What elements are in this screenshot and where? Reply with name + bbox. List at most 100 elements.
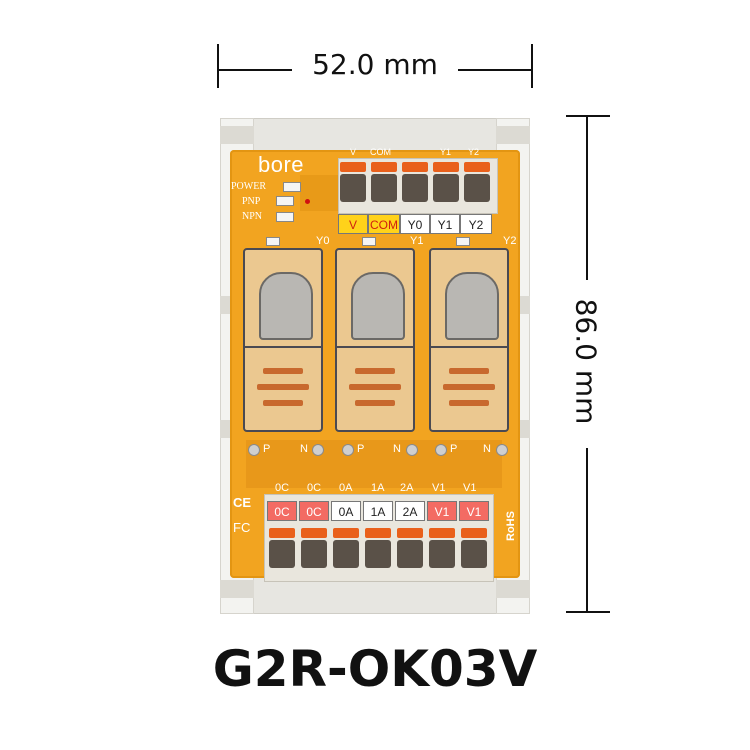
rail-notch: [220, 126, 254, 144]
relay-y2: [429, 248, 509, 432]
pn-label: P: [357, 443, 365, 455]
led-label-power: POWER: [231, 181, 266, 192]
pn-label: P: [263, 443, 271, 455]
width-dim-line-left: [217, 69, 292, 71]
npn-led: [276, 212, 294, 222]
terminal-lever[interactable]: [340, 162, 366, 172]
terminal-lever[interactable]: [371, 162, 397, 172]
pnp-led: [276, 196, 294, 206]
bottom-silk-label: 2A: [400, 482, 414, 494]
height-dim-line-bottom: [586, 448, 588, 613]
terminal-socket[interactable]: [301, 540, 327, 568]
top-silk-label: V: [350, 147, 357, 157]
relay-contact: [253, 360, 313, 420]
terminal-socket[interactable]: [429, 540, 455, 568]
top-terminal-label-y2: Y2: [460, 214, 492, 234]
terminal-socket[interactable]: [397, 540, 423, 568]
bottom-silk-label: 0C: [275, 482, 290, 494]
terminal-lever[interactable]: [365, 528, 391, 538]
relay-divider: [337, 346, 413, 348]
bottom-terminal-label-0a: 0A: [331, 501, 361, 521]
relay-coil: [445, 272, 499, 340]
relay-divider: [245, 346, 321, 348]
width-dim-right-tick: [531, 44, 533, 88]
pn-label: P: [450, 443, 458, 455]
top-silk-label: Y2: [468, 147, 480, 157]
model-title: G2R-OK03V: [212, 640, 538, 698]
bottom-terminal-label-0c: 0C: [299, 501, 329, 521]
pn-label: N: [483, 443, 491, 455]
terminal-lever[interactable]: [461, 528, 487, 538]
terminal-socket[interactable]: [333, 540, 359, 568]
terminal-lever[interactable]: [402, 162, 428, 172]
rail-notch: [496, 580, 530, 598]
terminal-socket[interactable]: [402, 174, 428, 202]
height-dim-bottom-tick: [566, 611, 610, 613]
top-terminal-label-v: V: [338, 214, 368, 234]
terminal-socket[interactable]: [433, 174, 459, 202]
relay-led: [362, 237, 376, 246]
relay-contact: [439, 360, 499, 420]
terminal-lever[interactable]: [269, 528, 295, 538]
top-terminal-label-y0: Y0: [400, 214, 430, 234]
relay-y0: [243, 248, 323, 432]
rail-notch: [220, 580, 254, 598]
solder-pad: [496, 444, 508, 456]
terminal-socket[interactable]: [269, 540, 295, 568]
terminal-socket[interactable]: [461, 540, 487, 568]
relay-label-y0: Y0: [316, 235, 330, 247]
width-dimension-label: 52.0 mm: [312, 48, 438, 81]
top-silk-label: COM: [370, 147, 391, 157]
relay-divider: [431, 346, 507, 348]
relay-led: [266, 237, 280, 246]
bottom-terminal-label-2a: 2A: [395, 501, 425, 521]
led-label-pnp: PNP: [242, 196, 261, 207]
solder-pad: [312, 444, 324, 456]
brand-logo: bore: [258, 152, 305, 177]
bottom-terminal-label-0c: 0C: [267, 501, 297, 521]
solder-pad: [248, 444, 260, 456]
terminal-socket[interactable]: [365, 540, 391, 568]
relay-label-y2: Y2: [503, 235, 517, 247]
height-dimension-label: 86.0 mm: [569, 298, 603, 425]
pcb-trace-panel: [246, 440, 502, 488]
bottom-silk-label: V1: [432, 482, 446, 494]
terminal-socket[interactable]: [464, 174, 490, 202]
width-dim-left-tick: [217, 44, 219, 88]
terminal-lever[interactable]: [464, 162, 490, 172]
relay-contact: [345, 360, 405, 420]
rail-notch: [496, 126, 530, 144]
terminal-socket[interactable]: [371, 174, 397, 202]
height-dim-line-top: [586, 115, 588, 280]
terminal-socket[interactable]: [340, 174, 366, 202]
solder-pad: [406, 444, 418, 456]
fc-mark: FC: [233, 520, 251, 535]
power-led: [283, 182, 301, 192]
terminal-lever[interactable]: [429, 528, 455, 538]
jumper-dot: [305, 199, 310, 204]
pn-label: N: [300, 443, 308, 455]
relay-coil: [351, 272, 405, 340]
top-terminal-label-com: COM: [368, 214, 400, 234]
solder-pad: [342, 444, 354, 456]
pcb-trace-panel: [300, 175, 342, 211]
bottom-terminal-label-v1: V1: [459, 501, 489, 521]
bottom-terminal-label-1a: 1A: [363, 501, 393, 521]
top-silk-label: Y1: [440, 147, 452, 157]
led-label-npn: NPN: [242, 211, 263, 222]
terminal-lever[interactable]: [333, 528, 359, 538]
top-terminal-label-y1: Y1: [430, 214, 460, 234]
relay-label-y1: Y1: [410, 235, 424, 247]
relay-y1: [335, 248, 415, 432]
terminal-lever[interactable]: [433, 162, 459, 172]
terminal-lever[interactable]: [301, 528, 327, 538]
solder-pad: [435, 444, 447, 456]
bottom-terminal-label-v1: V1: [427, 501, 457, 521]
bottom-silk-label: 0C: [307, 482, 322, 494]
bottom-silk-label: V1: [463, 482, 477, 494]
terminal-lever[interactable]: [397, 528, 423, 538]
bottom-silk-label: 0A: [339, 482, 353, 494]
relay-coil: [259, 272, 313, 340]
ce-mark: CE: [233, 495, 252, 510]
width-dim-line-right: [458, 69, 533, 71]
